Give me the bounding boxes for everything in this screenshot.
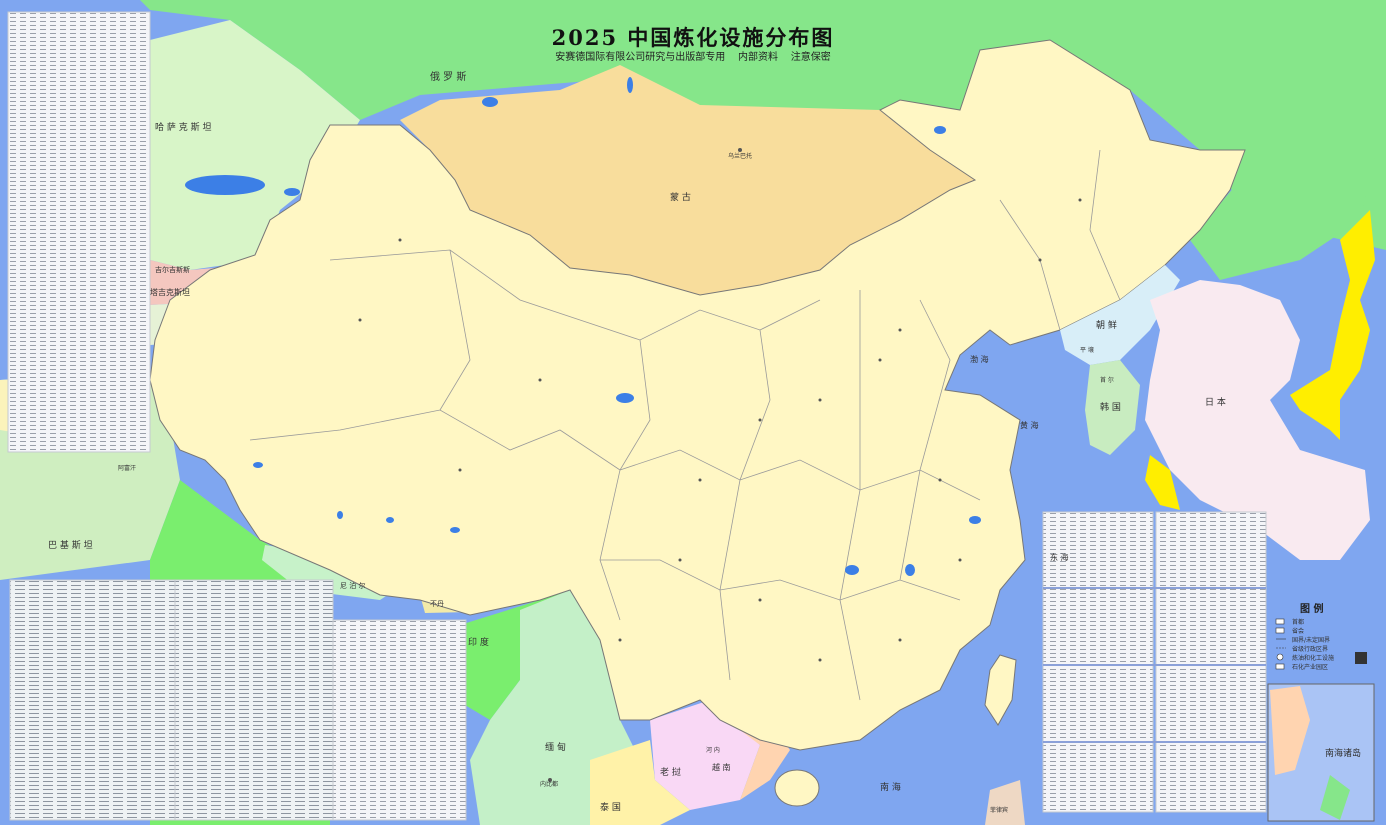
legend-item: 炼油和化工设施: [1292, 654, 1334, 662]
label-tajik: 塔吉克斯坦: [150, 287, 190, 297]
label-kyrgyz: 吉尔吉斯斯: [155, 265, 190, 274]
label-south-sea: 南 海: [880, 781, 901, 793]
label-south-korea: 韩 国: [1100, 401, 1121, 413]
philippines-region: [985, 780, 1025, 825]
legend-box: [1268, 598, 1374, 682]
label-pakistan: 巴 基 斯 坦: [48, 539, 93, 551]
label-bhutan: 不丹: [430, 600, 444, 608]
label-nepal: 尼 泊 尔: [340, 581, 365, 590]
legend-symbols: [1275, 618, 1286, 670]
label-myanmar: 缅 甸: [545, 741, 566, 753]
taiwan-island: [984, 654, 1017, 726]
label-seoul: 首 尔: [1100, 376, 1114, 384]
bottom-mid-data-table: [332, 619, 467, 821]
map-subtitle: 安赛德国际有限公司研究与出版部专用 内部资料 注意保密: [555, 52, 831, 63]
kazakhstan-region: [150, 20, 360, 270]
right-data-table-2: [1155, 511, 1267, 813]
russia-region: [140, 0, 1386, 250]
label-thailand: 泰 国: [600, 801, 621, 813]
russia-far-east: [1180, 0, 1386, 280]
legend-item: 国界/未定国界: [1292, 636, 1330, 644]
left-data-table: [7, 11, 151, 453]
legend-item: 省级行政区界: [1292, 645, 1328, 653]
province-boundaries: [249, 149, 1121, 701]
label-east-sea: 东 海: [1050, 552, 1069, 562]
south-korea-region: [1085, 360, 1140, 455]
laos-region: [650, 700, 760, 810]
label-japan: 日 本: [1205, 396, 1226, 408]
map-labels: 俄 罗 斯 蒙 古 乌兰巴托 哈 萨 克 斯 坦 吉尔吉斯斯 塔吉克斯坦 阿富汗…: [48, 70, 1226, 814]
label-north-korea: 朝 鲜: [1096, 319, 1117, 331]
northeast-inset-region: [1145, 280, 1370, 560]
label-philippines: 菲律宾: [990, 806, 1008, 814]
label-pyongyang: 平 壤: [1080, 346, 1094, 354]
mongolia-region: [400, 65, 975, 295]
label-kazakhstan: 哈 萨 克 斯 坦: [155, 121, 211, 133]
label-hanoi: 河 内: [706, 746, 720, 754]
label-ulaanbaatar: 乌兰巴托: [728, 152, 752, 160]
north-korea-region: [1060, 265, 1180, 365]
right-data-table-1: [1042, 511, 1154, 813]
qr-code-icon: [1355, 652, 1367, 664]
china-region: [149, 39, 1246, 751]
legend-item: 首都: [1292, 618, 1304, 626]
bottom-left-data-table-2: [174, 579, 334, 821]
label-bohai: 渤 海: [970, 354, 989, 364]
inset-label: 南海诸岛: [1325, 747, 1361, 759]
label-mongolia: 蒙 古: [670, 191, 691, 203]
hainan-island: [774, 769, 820, 807]
right-table-dividers: [1043, 587, 1266, 743]
map-title: 2025 中国炼化设施分布图: [551, 25, 835, 50]
label-vietnam: 越 南: [712, 762, 731, 772]
inset-land-2: [1320, 775, 1350, 820]
legend-title: 图 例: [1300, 602, 1323, 615]
label-india: 印 度: [468, 636, 489, 648]
japan-south-region: [1145, 455, 1180, 510]
legend-items: 首都 省会 国界/未定国界 省级行政区界 炼油和化工设施 石化产业园区: [1292, 618, 1334, 671]
label-russia: 俄 罗 斯: [430, 70, 466, 83]
label-yellow-sea: 黄 海: [1020, 420, 1039, 430]
japan-region: [1290, 210, 1375, 440]
bottom-left-data-table-1: [9, 579, 176, 821]
legend-item: 石化产业园区: [1292, 663, 1328, 671]
lakes: [185, 77, 981, 576]
inset-land: [1270, 686, 1310, 775]
legend-item: 省会: [1292, 627, 1304, 635]
thailand-region: [590, 740, 690, 825]
city-markers: [358, 148, 1082, 782]
label-naypyidaw: 内比都: [540, 780, 558, 788]
label-afghanistan: 阿富汗: [118, 464, 136, 472]
label-laos: 老 挝: [660, 766, 681, 778]
